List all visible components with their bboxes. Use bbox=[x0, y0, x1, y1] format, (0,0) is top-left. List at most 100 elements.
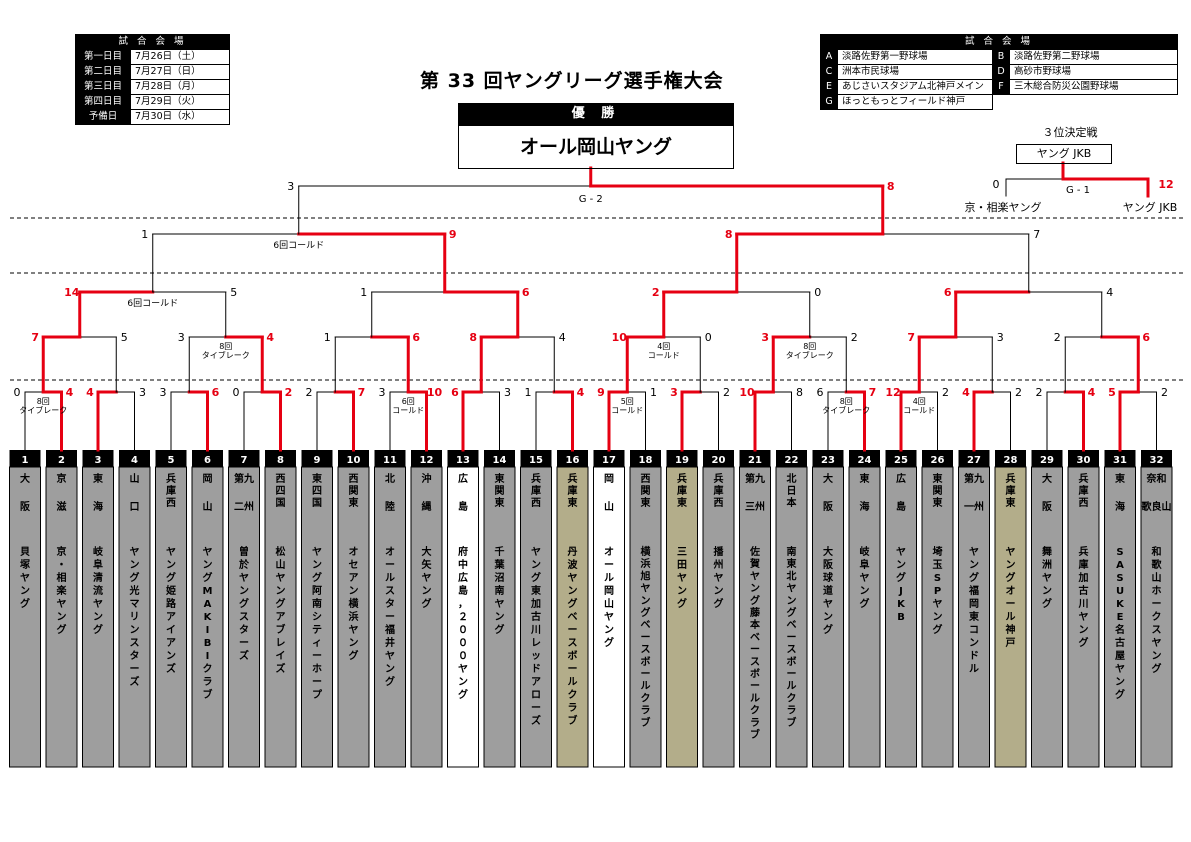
team-number: 16 bbox=[566, 455, 580, 466]
team-name-char: 玉 bbox=[933, 559, 943, 571]
team-region: 兵 bbox=[568, 472, 578, 485]
team-name-char: ー bbox=[787, 669, 797, 680]
team-number: 6 bbox=[204, 455, 211, 466]
team-name-char: 路 bbox=[166, 597, 177, 610]
team-name-char: 北 bbox=[787, 569, 797, 582]
game-note: コールド bbox=[392, 406, 424, 415]
team-name-char: 兵 bbox=[1079, 545, 1089, 558]
team-name-char: ン bbox=[166, 560, 176, 571]
team-name-char: ヤ bbox=[385, 650, 395, 662]
team-number-box bbox=[265, 450, 296, 467]
team-number: 20 bbox=[712, 455, 726, 466]
team-name-char: ヤ bbox=[458, 663, 468, 675]
team-name-char: 光 bbox=[129, 584, 140, 597]
team-box bbox=[337, 466, 370, 768]
game-score: 6 bbox=[522, 286, 530, 299]
team-name-char: ン bbox=[860, 586, 870, 597]
team-region: 東 bbox=[860, 472, 870, 485]
team-number: 17 bbox=[602, 455, 616, 466]
team-name-char: ー bbox=[1006, 599, 1016, 610]
team-name-char: S bbox=[1116, 547, 1123, 558]
team-name-char: ラ bbox=[641, 705, 651, 717]
team-name-char: ヤ bbox=[276, 572, 286, 584]
team-name-char: ク bbox=[641, 692, 651, 704]
team-region: 阪 bbox=[1042, 500, 1053, 513]
game-score: 2 bbox=[1036, 386, 1043, 399]
team-name-char: K bbox=[204, 612, 213, 623]
team-region: 四 bbox=[312, 485, 322, 497]
team-name-char: ク bbox=[787, 692, 797, 704]
game-score: 4 bbox=[86, 386, 94, 399]
team-region: 山 bbox=[203, 500, 213, 513]
team-number: 2 bbox=[58, 455, 65, 466]
game-note: タイブレーク bbox=[822, 405, 870, 415]
third-place-team: ヤング JKB bbox=[1123, 200, 1178, 214]
champion-team: オール岡山ヤング bbox=[458, 125, 734, 169]
game-score: 8 bbox=[887, 180, 895, 193]
team-number: 28 bbox=[1004, 455, 1018, 466]
team-name-char: ク bbox=[750, 705, 760, 717]
team-name-char: 横 bbox=[349, 597, 360, 610]
team-number: 4 bbox=[131, 455, 138, 466]
team-region: 庫 bbox=[1006, 484, 1016, 497]
team-region: 阪 bbox=[20, 500, 31, 513]
team-name-char: グ bbox=[896, 571, 906, 584]
venue-name: 高砂市野球場 bbox=[1009, 64, 1178, 80]
team-number: 25 bbox=[894, 455, 908, 466]
team-name-char: ボ bbox=[750, 667, 760, 680]
team-name-char: I bbox=[206, 625, 210, 636]
team-box bbox=[45, 466, 78, 768]
team-name-char: ヤ bbox=[349, 624, 359, 636]
team-box bbox=[191, 466, 224, 768]
team-number-box bbox=[739, 450, 771, 467]
game-note: コールド bbox=[611, 406, 643, 415]
team-name-char: K bbox=[897, 599, 906, 610]
team-name-char: ン bbox=[823, 612, 833, 623]
team-region: 兵 bbox=[1079, 472, 1089, 485]
game-score: 12 bbox=[1158, 178, 1173, 191]
team-number: 32 bbox=[1150, 455, 1164, 466]
team-name-char: 歌 bbox=[1152, 558, 1163, 571]
team-name-char: ボ bbox=[568, 649, 578, 662]
team-name-char: 山 bbox=[1152, 571, 1162, 584]
team-number-box bbox=[155, 450, 187, 467]
team-number: 27 bbox=[967, 455, 981, 466]
team-name-char: ン bbox=[933, 612, 943, 623]
team-name-char: ヤ bbox=[1115, 663, 1125, 675]
team-box bbox=[739, 466, 771, 768]
team-name-char: オ bbox=[604, 546, 614, 558]
team-name-char: ベ bbox=[641, 619, 651, 631]
game-score: 2 bbox=[652, 286, 660, 299]
team-name-char: 阪 bbox=[823, 558, 834, 571]
team-name-char: グ bbox=[239, 597, 249, 610]
team-name-char: グ bbox=[969, 571, 979, 584]
team-name-char: ー bbox=[312, 651, 322, 662]
team-name-char: ド bbox=[969, 650, 979, 662]
team-region: 口 bbox=[130, 502, 140, 513]
team-number-box bbox=[119, 450, 150, 467]
game-score: 3 bbox=[761, 331, 769, 344]
team-region: 庫 bbox=[568, 484, 578, 497]
team-box bbox=[447, 466, 479, 768]
team-number-box bbox=[630, 450, 661, 467]
team-region: 大 bbox=[1042, 472, 1052, 485]
team-box bbox=[666, 466, 698, 768]
team-name-char: ル bbox=[568, 677, 578, 688]
team-name-char: ン bbox=[787, 596, 797, 607]
team-name-char: 南 bbox=[312, 597, 322, 610]
team-region: 東 bbox=[1006, 496, 1016, 509]
team-name-char: ズ bbox=[239, 649, 249, 662]
team-name-char: 山 bbox=[604, 597, 614, 610]
team-name-char: 舞 bbox=[1042, 545, 1052, 558]
team-name-char: オ bbox=[1006, 585, 1016, 597]
team-region: 兵 bbox=[166, 472, 176, 485]
team-name-char: ン bbox=[166, 651, 176, 662]
game-score: 3 bbox=[139, 386, 146, 399]
schedule-day: 第四日目 bbox=[75, 94, 131, 110]
team-number: 14 bbox=[493, 455, 507, 466]
team-name-char: 浜 bbox=[641, 557, 651, 570]
team-number-box bbox=[849, 450, 880, 467]
team-name-char: 岐 bbox=[860, 545, 870, 558]
team-number-box bbox=[192, 450, 223, 467]
team-box bbox=[1140, 466, 1173, 768]
